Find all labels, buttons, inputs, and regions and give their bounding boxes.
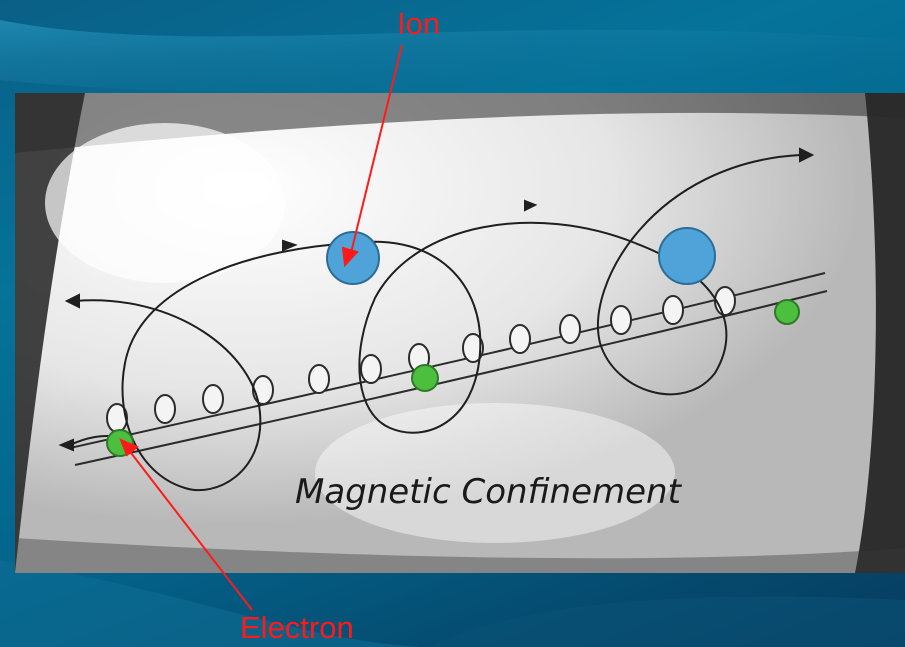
ion-particle-1 [326, 231, 380, 285]
diagram-caption: Magnetic Confinement [295, 472, 683, 512]
ion-particle-2 [658, 227, 716, 285]
electron-particle-1 [106, 429, 134, 457]
magnetic-confinement-diagram: Magnetic Confinement [15, 93, 905, 573]
ion-label: Ion [397, 6, 441, 41]
electron-particle-3 [774, 299, 800, 325]
electron-particle-2 [411, 364, 439, 392]
field-coils [106, 286, 736, 433]
electron-label: Electron [240, 610, 354, 645]
